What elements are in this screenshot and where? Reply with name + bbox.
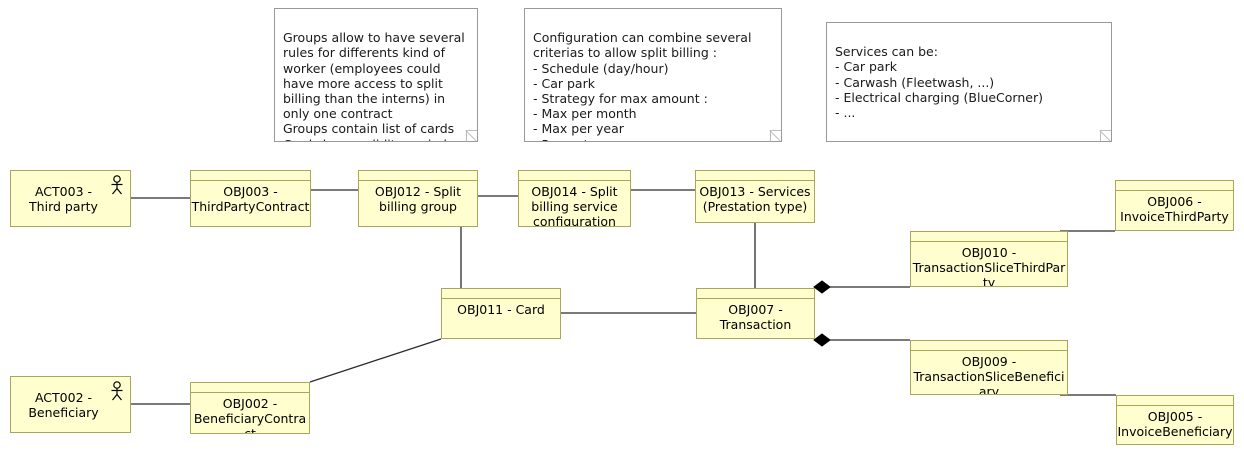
node-title-band xyxy=(359,171,477,181)
composition-diamond-beneficiary xyxy=(813,333,831,347)
note-fold-corner-icon xyxy=(1100,130,1111,141)
object-obj002-beneficiary-contract[interactable]: OBJ002 - BeneficiaryContract xyxy=(190,382,310,434)
node-title-band xyxy=(1117,396,1233,406)
node-title-band xyxy=(191,383,309,393)
note-fold-corner-icon xyxy=(466,130,477,141)
object-obj013-label: OBJ013 - Services (Prestation type) xyxy=(699,184,811,214)
object-obj009-transaction-slice-beneficiary[interactable]: OBJ009 - TransactionSliceBeneficiary xyxy=(910,340,1068,395)
actor-act003-label: ACT003 - Third party xyxy=(29,183,98,214)
edge-obj002-obj011 xyxy=(309,338,442,383)
note-groups-rules: Groups allow to have several rules for d… xyxy=(274,8,478,142)
object-obj013-services[interactable]: OBJ013 - Services (Prestation type) xyxy=(695,170,815,223)
object-obj010-transaction-slice-third-party[interactable]: OBJ010 - TransactionSliceThirdParty xyxy=(910,231,1068,287)
note-configuration-criterias: Configuration can combine several criter… xyxy=(524,8,782,142)
node-title-band xyxy=(1116,181,1233,191)
object-obj003-third-party-contract[interactable]: OBJ003 - ThirdPartyContract xyxy=(190,170,311,227)
object-obj014-split-billing-service-configuration[interactable]: OBJ014 - Split billing service configura… xyxy=(518,170,631,227)
note-groups-rules-text: Groups allow to have several rules for d… xyxy=(283,30,465,141)
object-obj002-label: OBJ002 - BeneficiaryContract xyxy=(193,396,307,434)
node-title-band xyxy=(697,289,814,299)
object-obj006-invoice-third-party[interactable]: OBJ006 - InvoiceThirdParty xyxy=(1115,180,1234,231)
object-obj010-label: OBJ010 - TransactionSliceThirdParty xyxy=(912,245,1066,287)
node-title-band xyxy=(911,232,1067,242)
note-services: Services can be: - Car park - Carwash (F… xyxy=(826,22,1112,142)
node-title-band xyxy=(442,289,560,299)
object-obj011-card[interactable]: OBJ011 - Card xyxy=(441,288,561,339)
node-title-band xyxy=(191,171,310,181)
composition-diamond-third-party xyxy=(813,280,831,294)
actor-act003-third-party[interactable]: ACT003 - Third party xyxy=(10,170,131,227)
object-obj005-invoice-beneficiary[interactable]: OBJ005 - InvoiceBeneficiary xyxy=(1116,395,1234,445)
object-obj009-label: OBJ009 - TransactionSliceBeneficiary xyxy=(913,354,1065,395)
object-obj007-transaction[interactable]: OBJ007 - Transaction xyxy=(696,288,815,339)
node-title-band xyxy=(519,171,630,181)
object-obj011-label: OBJ011 - Card xyxy=(457,302,545,317)
object-obj003-label: OBJ003 - ThirdPartyContract xyxy=(191,184,310,214)
actor-act002-label: ACT002 - Beneficiary xyxy=(28,389,99,420)
object-obj014-label: OBJ014 - Split billing service configura… xyxy=(531,184,618,227)
actor-stick-figure-icon xyxy=(111,381,123,401)
node-title-band xyxy=(696,171,814,181)
node-title-band xyxy=(911,341,1067,351)
actor-stick-figure-icon xyxy=(111,175,123,195)
note-services-text: Services can be: - Car park - Carwash (F… xyxy=(835,44,1043,121)
object-obj006-label: OBJ006 - InvoiceThirdParty xyxy=(1120,194,1229,224)
actor-act002-beneficiary[interactable]: ACT002 - Beneficiary xyxy=(10,376,131,433)
object-obj012-label: OBJ012 - Split billing group xyxy=(374,184,462,214)
note-fold-corner-icon xyxy=(770,130,781,141)
object-obj005-label: OBJ005 - InvoiceBeneficiary xyxy=(1117,409,1233,439)
object-obj012-split-billing-group[interactable]: OBJ012 - Split billing group xyxy=(358,170,478,227)
note-configuration-criterias-text: Configuration can combine several criter… xyxy=(533,30,752,141)
object-obj007-label: OBJ007 - Transaction xyxy=(719,302,792,332)
